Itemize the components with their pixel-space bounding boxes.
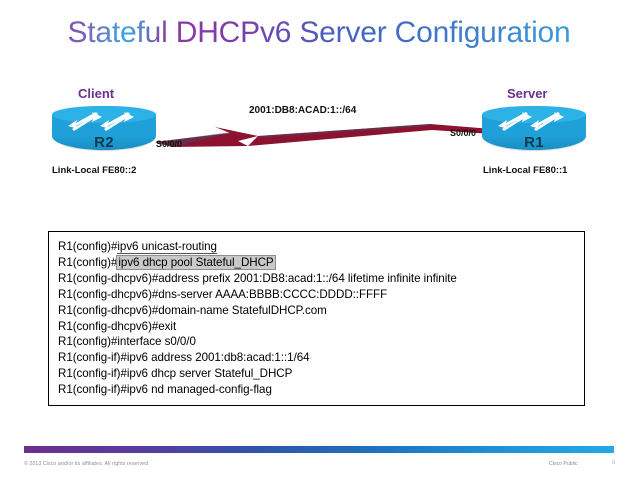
- cli-prompt: R1(config-dhcpv6)#: [58, 303, 159, 317]
- footer-classification: Cisco Public: [549, 461, 578, 467]
- cli-prompt: R1(config)#: [58, 240, 118, 253]
- footer-copyright: © 2013 Cisco and/or its affiliates. All …: [24, 461, 150, 467]
- cli-line: R1(config-if)#ipv6 dhcp server Stateful_…: [58, 366, 584, 382]
- cli-command: ipv6 address 2001:db8:acad:1::1/64: [126, 351, 310, 365]
- interface-label-right: S0/0/0: [450, 128, 477, 138]
- cli-line: R1(config)#ipv6 unicast-routing: [58, 239, 584, 255]
- cli-prompt: R1(config-if)#: [58, 383, 127, 397]
- cli-command: domain-name StatefulDHCP.com: [158, 303, 327, 317]
- router-name-r1: R1: [524, 134, 544, 151]
- router-arrows-icon: [498, 112, 564, 131]
- cli-line: R1(config)#interface s0/0/0: [58, 334, 584, 350]
- cli-command: dns-server AAAA:BBBB:CCCC:DDDD::FFFF: [158, 287, 388, 301]
- router-icon-r2: R2: [52, 106, 156, 158]
- cli-line: R1(config)#ipv6 dhcp pool Stateful_DHCP: [58, 254, 584, 271]
- link-local-label-left: Link-Local FE80::2: [52, 165, 137, 176]
- cli-line: R1(config-dhcpv6)#exit: [58, 319, 584, 335]
- network-prefix-label: 2001:DB8:ACAD:1::/64: [249, 105, 357, 116]
- cli-prompt: R1(config-dhcpv6)#: [58, 287, 159, 301]
- network-diagram: Client R2 S0/0/0 Link-Local FE80::2 2001…: [0, 80, 638, 190]
- router-shade: [52, 136, 156, 151]
- interface-label-left: S0/0/0: [156, 139, 183, 149]
- client-label: Client: [78, 86, 115, 101]
- cli-prompt: R1(config)#: [58, 335, 118, 349]
- cli-line: R1(config-if)#ipv6 address 2001:db8:acad…: [58, 350, 584, 366]
- router-icon-r1: R1: [482, 106, 586, 158]
- cli-line: R1(config-dhcpv6)#dns-server AAAA:BBBB:C…: [58, 287, 584, 303]
- server-label: Server: [507, 86, 548, 101]
- cli-prompt: R1(config-if)#: [58, 367, 127, 381]
- cli-command: ipv6 dhcp server Stateful_DHCP: [126, 367, 293, 381]
- cli-prompt: R1(config)#: [58, 255, 118, 269]
- cli-command: ipv6 nd managed-config-flag: [126, 383, 272, 397]
- cli-command: address prefix 2001:DB8:acad:1::/64 life…: [158, 271, 457, 285]
- link-local-label-right: Link-Local FE80::1: [483, 165, 568, 176]
- cli-line: R1(config-dhcpv6)#domain-name StatefulDH…: [58, 303, 584, 319]
- cli-command: exit: [158, 319, 177, 333]
- router-arrows-icon: [68, 112, 134, 131]
- cli-command: ipv6 dhcp pool Stateful_DHCP: [116, 254, 276, 270]
- router-name-r2: R2: [94, 134, 114, 151]
- footer-page-number: 8: [612, 460, 616, 466]
- cli-line: R1(config-if)#ipv6 nd managed-config-fla…: [58, 382, 584, 398]
- router-shade: [482, 136, 586, 151]
- cli-command: interface s0/0/0: [117, 335, 196, 349]
- cli-prompt: R1(config-dhcpv6)#: [58, 271, 159, 285]
- cli-command: ipv6 unicast-routing: [117, 240, 217, 254]
- page-title: Stateful DHCPv6 Server Configuration: [0, 16, 638, 50]
- serial-link-icon: [155, 124, 492, 147]
- cli-prompt: R1(config-if)#: [58, 351, 127, 365]
- cli-prompt: R1(config-dhcpv6)#: [58, 319, 159, 333]
- cli-line: R1(config-dhcpv6)#address prefix 2001:DB…: [58, 271, 584, 287]
- footer-gradient-bar: [24, 446, 614, 453]
